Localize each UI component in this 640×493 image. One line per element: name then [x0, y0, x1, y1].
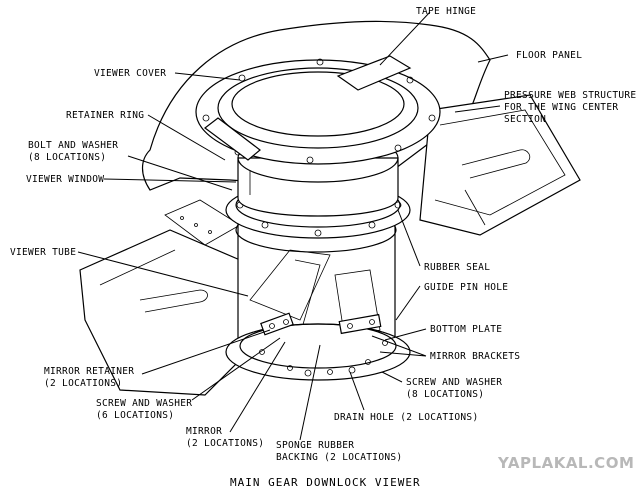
label-mirror-2: (2 LOCATIONS): [186, 438, 264, 449]
leader-lines: [77, 11, 509, 441]
label-retainer-ring: RETAINER RING: [66, 110, 144, 121]
label-bottom-plate: BOTTOM PLATE: [430, 324, 502, 335]
label-pressure-web-3: SECTION: [504, 114, 546, 125]
label-screw-washer-left-2: (6 LOCATIONS): [96, 410, 174, 421]
label-sponge-1: SPONGE RUBBER: [276, 440, 354, 451]
watermark: YAPLAKAL.COM: [497, 454, 634, 472]
label-bolt-washer-2: (8 LOCATIONS): [28, 152, 106, 163]
label-bolt-washer-1: BOLT AND WASHER: [28, 140, 118, 151]
mirror-assembly: [260, 312, 382, 336]
viewer-cover: [195, 58, 441, 165]
pressure-web-left: [79, 199, 251, 396]
diagram-title: MAIN GEAR DOWNLOCK VIEWER: [230, 476, 421, 489]
label-floor-panel: FLOOR PANEL: [516, 50, 582, 61]
label-screw-washer-right-2: (8 LOCATIONS): [406, 389, 484, 400]
label-rubber-seal: RUBBER SEAL: [424, 262, 490, 273]
label-mirror-retainer-2: (2 LOCATIONS): [44, 378, 122, 389]
label-mirror-retainer-1: MIRROR RETAINER: [44, 366, 134, 377]
label-viewer-window: VIEWER WINDOW: [26, 174, 104, 185]
label-viewer-tube: VIEWER TUBE: [10, 247, 76, 258]
label-screw-washer-right-1: SCREW AND WASHER: [406, 377, 502, 388]
label-screw-washer-left-1: SCREW AND WASHER: [96, 398, 192, 409]
tape-hinge: [336, 55, 412, 91]
label-tape-hinge: TAPE HINGE: [416, 6, 476, 17]
pressure-web-right: [419, 94, 581, 236]
label-guide-pin-hole: GUIDE PIN HOLE: [424, 282, 508, 293]
label-mirror-brackets: MIRROR BRACKETS: [430, 351, 520, 362]
label-pressure-web-1: PRESSURE WEB STRUCTURE: [504, 90, 636, 101]
label-sponge-2: BACKING (2 LOCATIONS): [276, 452, 402, 463]
bottom-plate: [225, 323, 411, 381]
label-pressure-web-2: FOR THE WING CENTER: [504, 102, 618, 113]
label-viewer-cover: VIEWER COVER: [94, 68, 166, 79]
label-drain-hole: DRAIN HOLE (2 LOCATIONS): [334, 412, 478, 423]
callout-labels: TAPE HINGE FLOOR PANEL VIEWER COVER PRES…: [10, 6, 636, 463]
label-mirror-1: MIRROR: [186, 426, 222, 437]
